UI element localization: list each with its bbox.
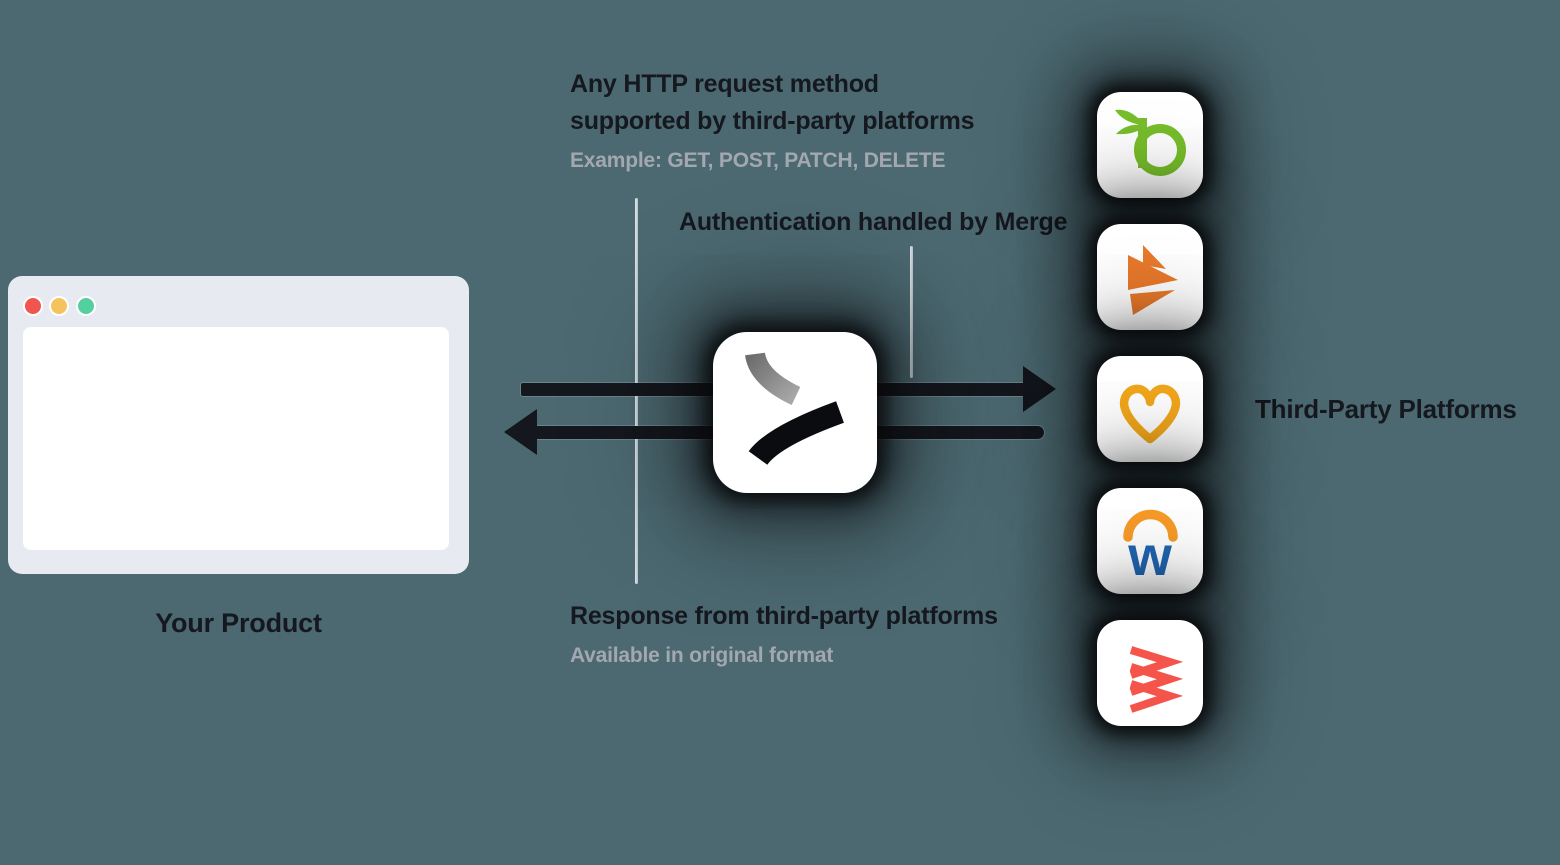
third-party-platforms-label: Third-Party Platforms (1255, 394, 1517, 424)
workday-w-arc-icon: w (1123, 509, 1178, 587)
minimize-dot-icon (49, 296, 69, 316)
auth-annotation: Authentication handled by Merge (679, 204, 1067, 241)
request-title-line1: Any HTTP request method (570, 70, 879, 98)
leaf-b-icon (1115, 109, 1186, 176)
platform-card-workday: w (1097, 488, 1203, 594)
orange-folded-arrow-icon (1128, 245, 1178, 315)
platform-card-heart (1097, 356, 1203, 462)
platform-card-bamboohr (1097, 92, 1203, 198)
response-annotation: Response from third-party platforms Avai… (570, 598, 998, 668)
heart-outline-icon (1119, 384, 1181, 444)
product-browser-window (8, 276, 469, 574)
window-content-area (23, 327, 449, 550)
zigzag-z-icon (1129, 646, 1184, 713)
platform-card-folded-arrow (1097, 224, 1203, 330)
request-example-text: Example: GET, POST, PATCH, DELETE (570, 149, 946, 172)
close-dot-icon (23, 296, 43, 316)
request-annotation: Any HTTP request method supported by thi… (570, 66, 975, 173)
platform-card-zigzag (1097, 620, 1203, 726)
merge-logo-icon (745, 351, 844, 466)
request-title-line2: supported by third-party platforms (570, 107, 975, 135)
svg-text:w: w (1127, 524, 1172, 587)
auth-leader-line (910, 246, 913, 378)
left-arrow-icon (504, 409, 537, 455)
right-arrow-icon (1023, 366, 1056, 412)
maximize-dot-icon (76, 296, 96, 316)
your-product-label: Your Product (155, 608, 322, 638)
response-subtitle: Available in original format (570, 644, 834, 667)
merge-logo-card (713, 332, 877, 493)
response-title: Response from third-party platforms (570, 602, 998, 630)
auth-text: Authentication handled by Merge (679, 208, 1068, 236)
